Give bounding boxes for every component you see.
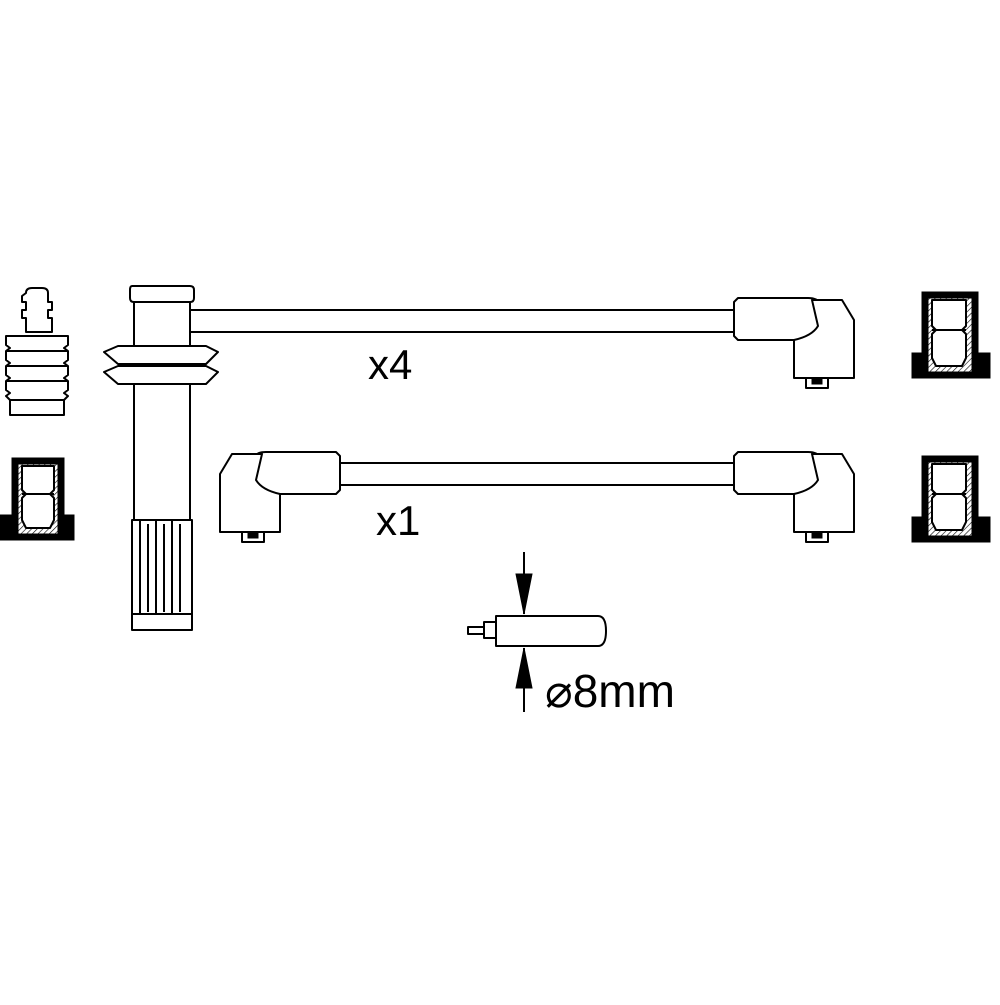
ignition-cable-icon-top: [189, 297, 855, 389]
coil-connector-icon: [103, 285, 219, 631]
rubber-boot-icon-right-bottom: [911, 455, 991, 543]
rubber-boot-icon-left: [0, 457, 75, 541]
dimension-arrow-icon: [515, 552, 533, 712]
spark-plug-connector-icon: [5, 287, 69, 416]
quantity-label-bottom: x1: [376, 497, 421, 544]
cable-diameter-dimension: [467, 552, 607, 712]
quantity-label-top: x4: [368, 341, 413, 388]
rubber-boot-icon-right-top: [911, 291, 991, 379]
ignition-cable-icon-bottom: [219, 451, 855, 543]
diameter-label: ⌀8mm: [545, 665, 675, 717]
